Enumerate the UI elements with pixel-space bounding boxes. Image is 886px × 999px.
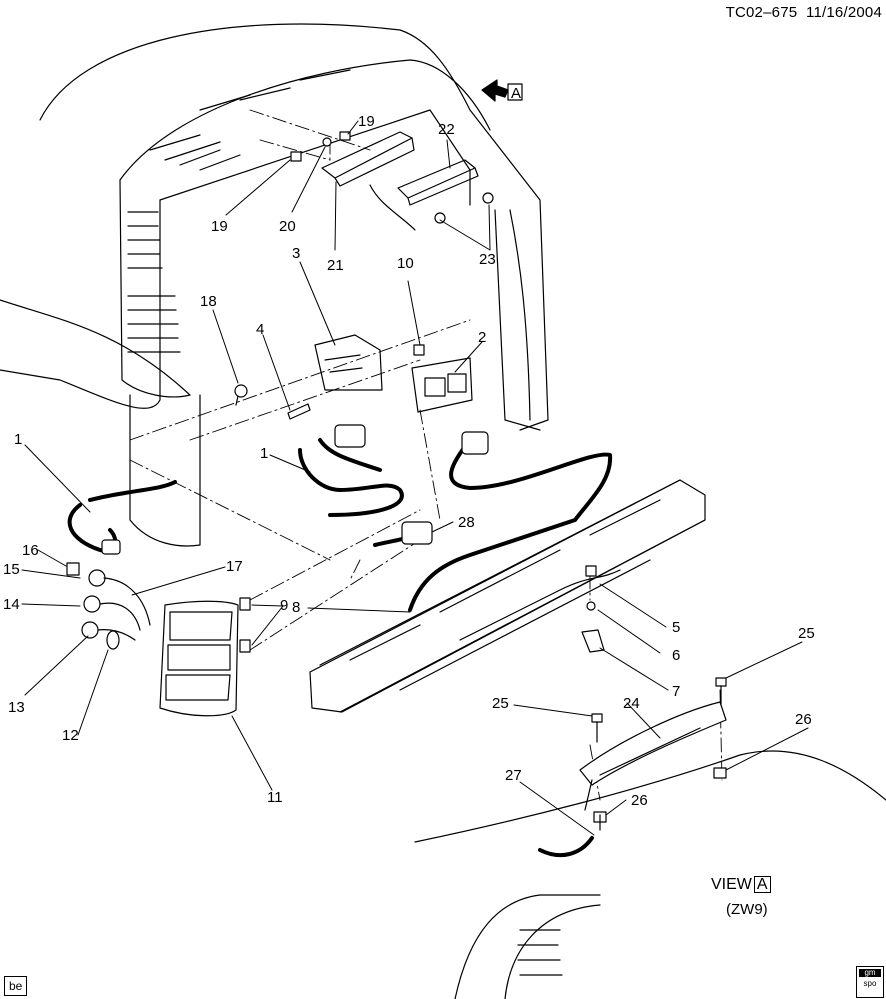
harness-bracket-2: [411, 357, 473, 413]
callout-7: 7: [672, 683, 680, 700]
wiring-harness: [67, 438, 613, 612]
callout-19-upper: 19: [358, 113, 375, 130]
callout-13: 13: [8, 699, 25, 716]
chmsl-lamp-assembly: [321, 131, 479, 231]
drawing-id: TC02–675: [725, 4, 798, 21]
view-word: VIEW: [711, 876, 752, 893]
callout-21: 21: [327, 257, 344, 274]
callout-14: 14: [3, 596, 20, 613]
callout-24: 24: [623, 695, 640, 712]
harness-connectors: [101, 424, 489, 555]
callout-numbers: 1 1 2 3 4 5 6 7 8 9 10 11 12 13 14 15 16…: [3, 85, 815, 809]
rear-step-bumper: [309, 479, 706, 713]
drawing-date: 11/16/2004: [806, 4, 882, 21]
callout-28: 28: [458, 514, 475, 531]
callout-18: 18: [200, 293, 217, 310]
callout-25-left: 25: [492, 695, 509, 712]
fasteners: [66, 131, 727, 823]
callout-17: 17: [226, 558, 243, 575]
view-arrow-letter: A: [511, 85, 521, 102]
callout-23: 23: [479, 251, 496, 268]
callout-1-harness: 1: [260, 445, 268, 462]
callout-12: 12: [62, 727, 79, 744]
bulb-sockets: [81, 569, 151, 650]
callout-10: 10: [397, 255, 414, 272]
view-letter-box: A: [753, 876, 771, 893]
callout-25-right: 25: [798, 625, 815, 642]
view-a-vehicle: [414, 701, 886, 999]
callout-16: 16: [22, 542, 39, 559]
logo-bottom-text: spo: [863, 979, 877, 988]
view-direction-arrow: [481, 79, 523, 102]
drawing-header: TC02–675 11/16/2004: [726, 4, 882, 21]
callout-26-right: 26: [795, 711, 812, 728]
callout-4: 4: [256, 321, 264, 338]
callout-11: 11: [267, 789, 283, 806]
corner-code-box: be: [4, 976, 28, 996]
callout-19-lower: 19: [211, 218, 228, 235]
callout-15: 15: [3, 561, 20, 578]
logo-top-text: gm: [859, 969, 881, 977]
view-option-code: (ZW9): [726, 901, 768, 918]
callout-26-lower: 26: [631, 792, 648, 809]
callout-leader-lines: [21, 120, 809, 836]
callout-22: 22: [438, 121, 455, 138]
callout-5: 5: [672, 619, 680, 636]
tail-lamp: [159, 600, 239, 717]
callout-3: 3: [292, 245, 300, 262]
callout-20: 20: [279, 218, 296, 235]
vehicle-body-outline: [0, 23, 549, 547]
callout-9: 9: [280, 597, 288, 614]
gm-spo-logo: gm spo: [856, 966, 884, 998]
callout-6: 6: [672, 647, 680, 664]
callout-8: 8: [292, 599, 300, 616]
callout-2: 2: [478, 329, 486, 346]
callout-27: 27: [505, 767, 522, 784]
callout-1-left: 1: [14, 431, 22, 448]
harness-bracket-3: [314, 334, 383, 391]
